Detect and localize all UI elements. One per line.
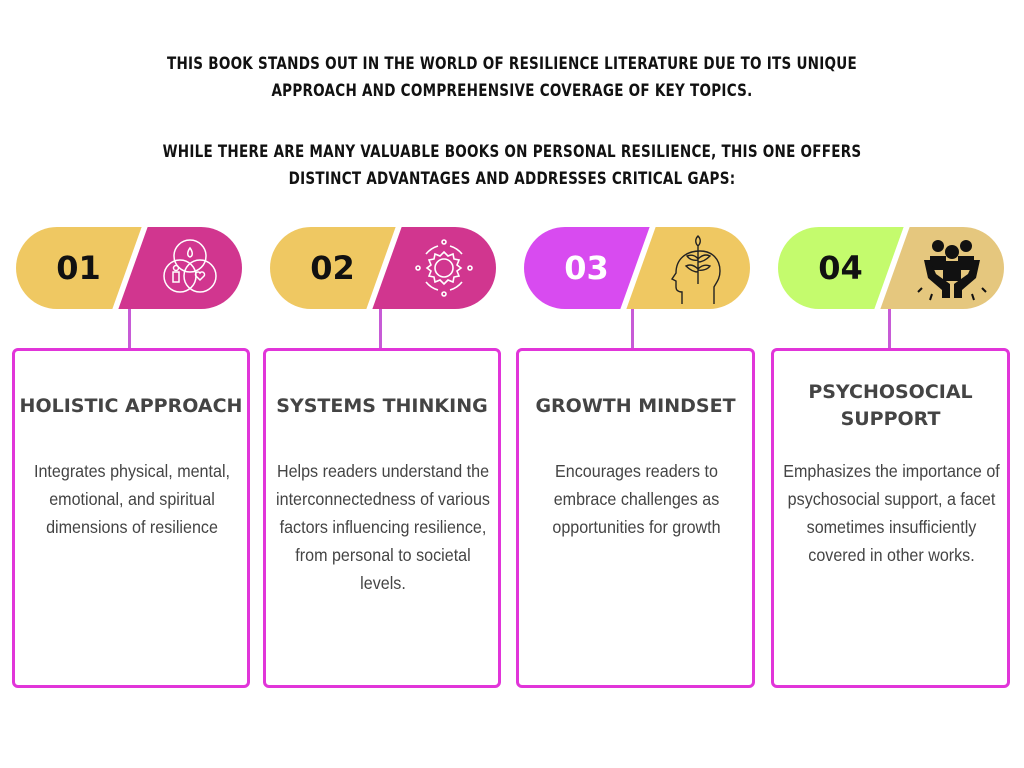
number-pill-02: 02 [270, 226, 496, 310]
connector-line [888, 309, 891, 349]
number-pill-04: 04 [778, 226, 1004, 310]
card-description: Helps readers understand the interconnec… [276, 461, 490, 593]
venn-wellbeing-icon [154, 232, 226, 304]
feature-card-04: PSYCHOSOCIAL SUPPORT Emphasizes the impo… [771, 348, 1010, 688]
card-title: SYSTEMS THINKING [276, 395, 488, 417]
card-title: PSYCHOSOCIAL SUPPORT [808, 381, 973, 430]
pill-right-segment [372, 227, 496, 309]
hands-people-icon [916, 232, 988, 304]
head-plant-icon [662, 232, 734, 304]
connector-line [379, 309, 382, 349]
pill-left-segment [524, 227, 650, 309]
number-pill-03: 03 [524, 226, 750, 310]
card-description: Emphasizes the importance of psychosocia… [783, 461, 1000, 565]
feature-card-02: SYSTEMS THINKING Helps readers understan… [263, 348, 501, 688]
feature-card-01: HOLISTIC APPROACH Integrates physical, m… [12, 348, 250, 688]
card-title: GROWTH MINDSET [535, 395, 736, 417]
pill-left-segment [270, 227, 396, 309]
number-pill-01: 01 [16, 226, 242, 310]
card-description: Encourages readers to embrace challenges… [552, 461, 721, 537]
connector-line [631, 309, 634, 349]
card-description: Integrates physical, mental, emotional, … [34, 461, 230, 537]
intro-paragraph-2: WHILE THERE ARE MANY VALUABLE BOOKS ON P… [162, 142, 862, 188]
gear-cycle-icon [408, 232, 480, 304]
item-number: 03 [564, 249, 609, 287]
pill-left-segment [778, 227, 904, 309]
item-number: 02 [310, 249, 355, 287]
card-title: HOLISTIC APPROACH [19, 395, 243, 417]
item-number: 01 [56, 249, 101, 287]
item-number: 04 [818, 249, 863, 287]
connector-line [128, 309, 131, 349]
pill-left-segment [16, 227, 142, 309]
intro-paragraph-1: THIS BOOK STANDS OUT IN THE WORLD OF RES… [166, 54, 858, 100]
feature-card-03: GROWTH MINDSET Encourages readers to emb… [516, 348, 755, 688]
